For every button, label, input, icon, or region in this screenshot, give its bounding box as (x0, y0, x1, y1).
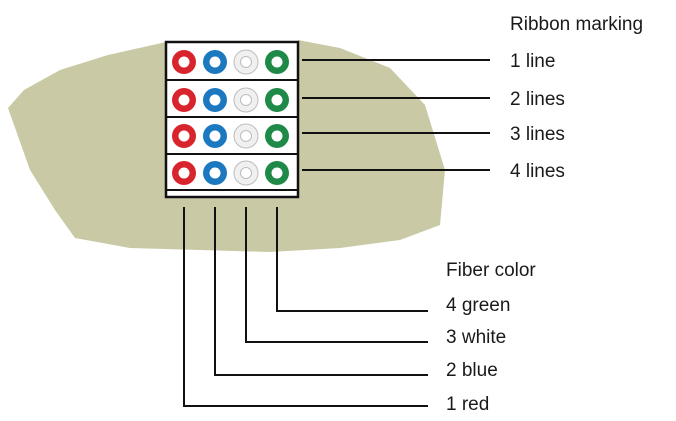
fiber-white-core (240, 56, 252, 68)
fiber-color-label-white: 3 white (446, 327, 506, 348)
fiber-color-label-blue: 2 blue (446, 360, 498, 381)
fiber-white-core (240, 94, 252, 106)
fiber-green-core (271, 56, 283, 68)
fiber-blue-core (209, 130, 221, 142)
ribbon-3 (172, 123, 289, 149)
ribbon-marking-heading: Ribbon marking (510, 14, 643, 35)
ribbon-4 (172, 160, 289, 186)
leader-blue (214, 207, 428, 376)
leader-white (245, 207, 428, 343)
fiber-red-core (178, 130, 190, 142)
ribbon-separators (166, 79, 298, 191)
ribbon-marking-label-2: 2 lines (510, 89, 565, 110)
fiber-color-label-green: 4 green (446, 295, 510, 316)
fiber-blue-core (209, 167, 221, 179)
ribbon-marking-label-1: 1 line (510, 51, 555, 72)
ribbon-1 (172, 49, 289, 75)
fiber-green-core (271, 94, 283, 106)
ribbon-marking-label-4: 4 lines (510, 161, 565, 182)
fiber-white-core (240, 167, 252, 179)
fiber-color-leaders (183, 207, 428, 407)
fiber-green-core (271, 130, 283, 142)
leader-red (183, 207, 428, 407)
ribbon-2 (172, 87, 289, 113)
ribbon-marking-label-3: 3 lines (510, 124, 565, 145)
fiber-white-core (240, 130, 252, 142)
fiber-color-heading: Fiber color (446, 260, 536, 281)
fiber-red-core (178, 167, 190, 179)
fiber-green-core (271, 167, 283, 179)
ribbon-marking-leaders (302, 59, 490, 171)
fiber-red-core (178, 56, 190, 68)
fiber-blue-core (209, 94, 221, 106)
fiber-red-core (178, 94, 190, 106)
fiber-color-label-red: 1 red (446, 394, 489, 415)
fiber-blue-core (209, 56, 221, 68)
cable-sheath (8, 40, 445, 252)
leader-green (276, 207, 428, 312)
